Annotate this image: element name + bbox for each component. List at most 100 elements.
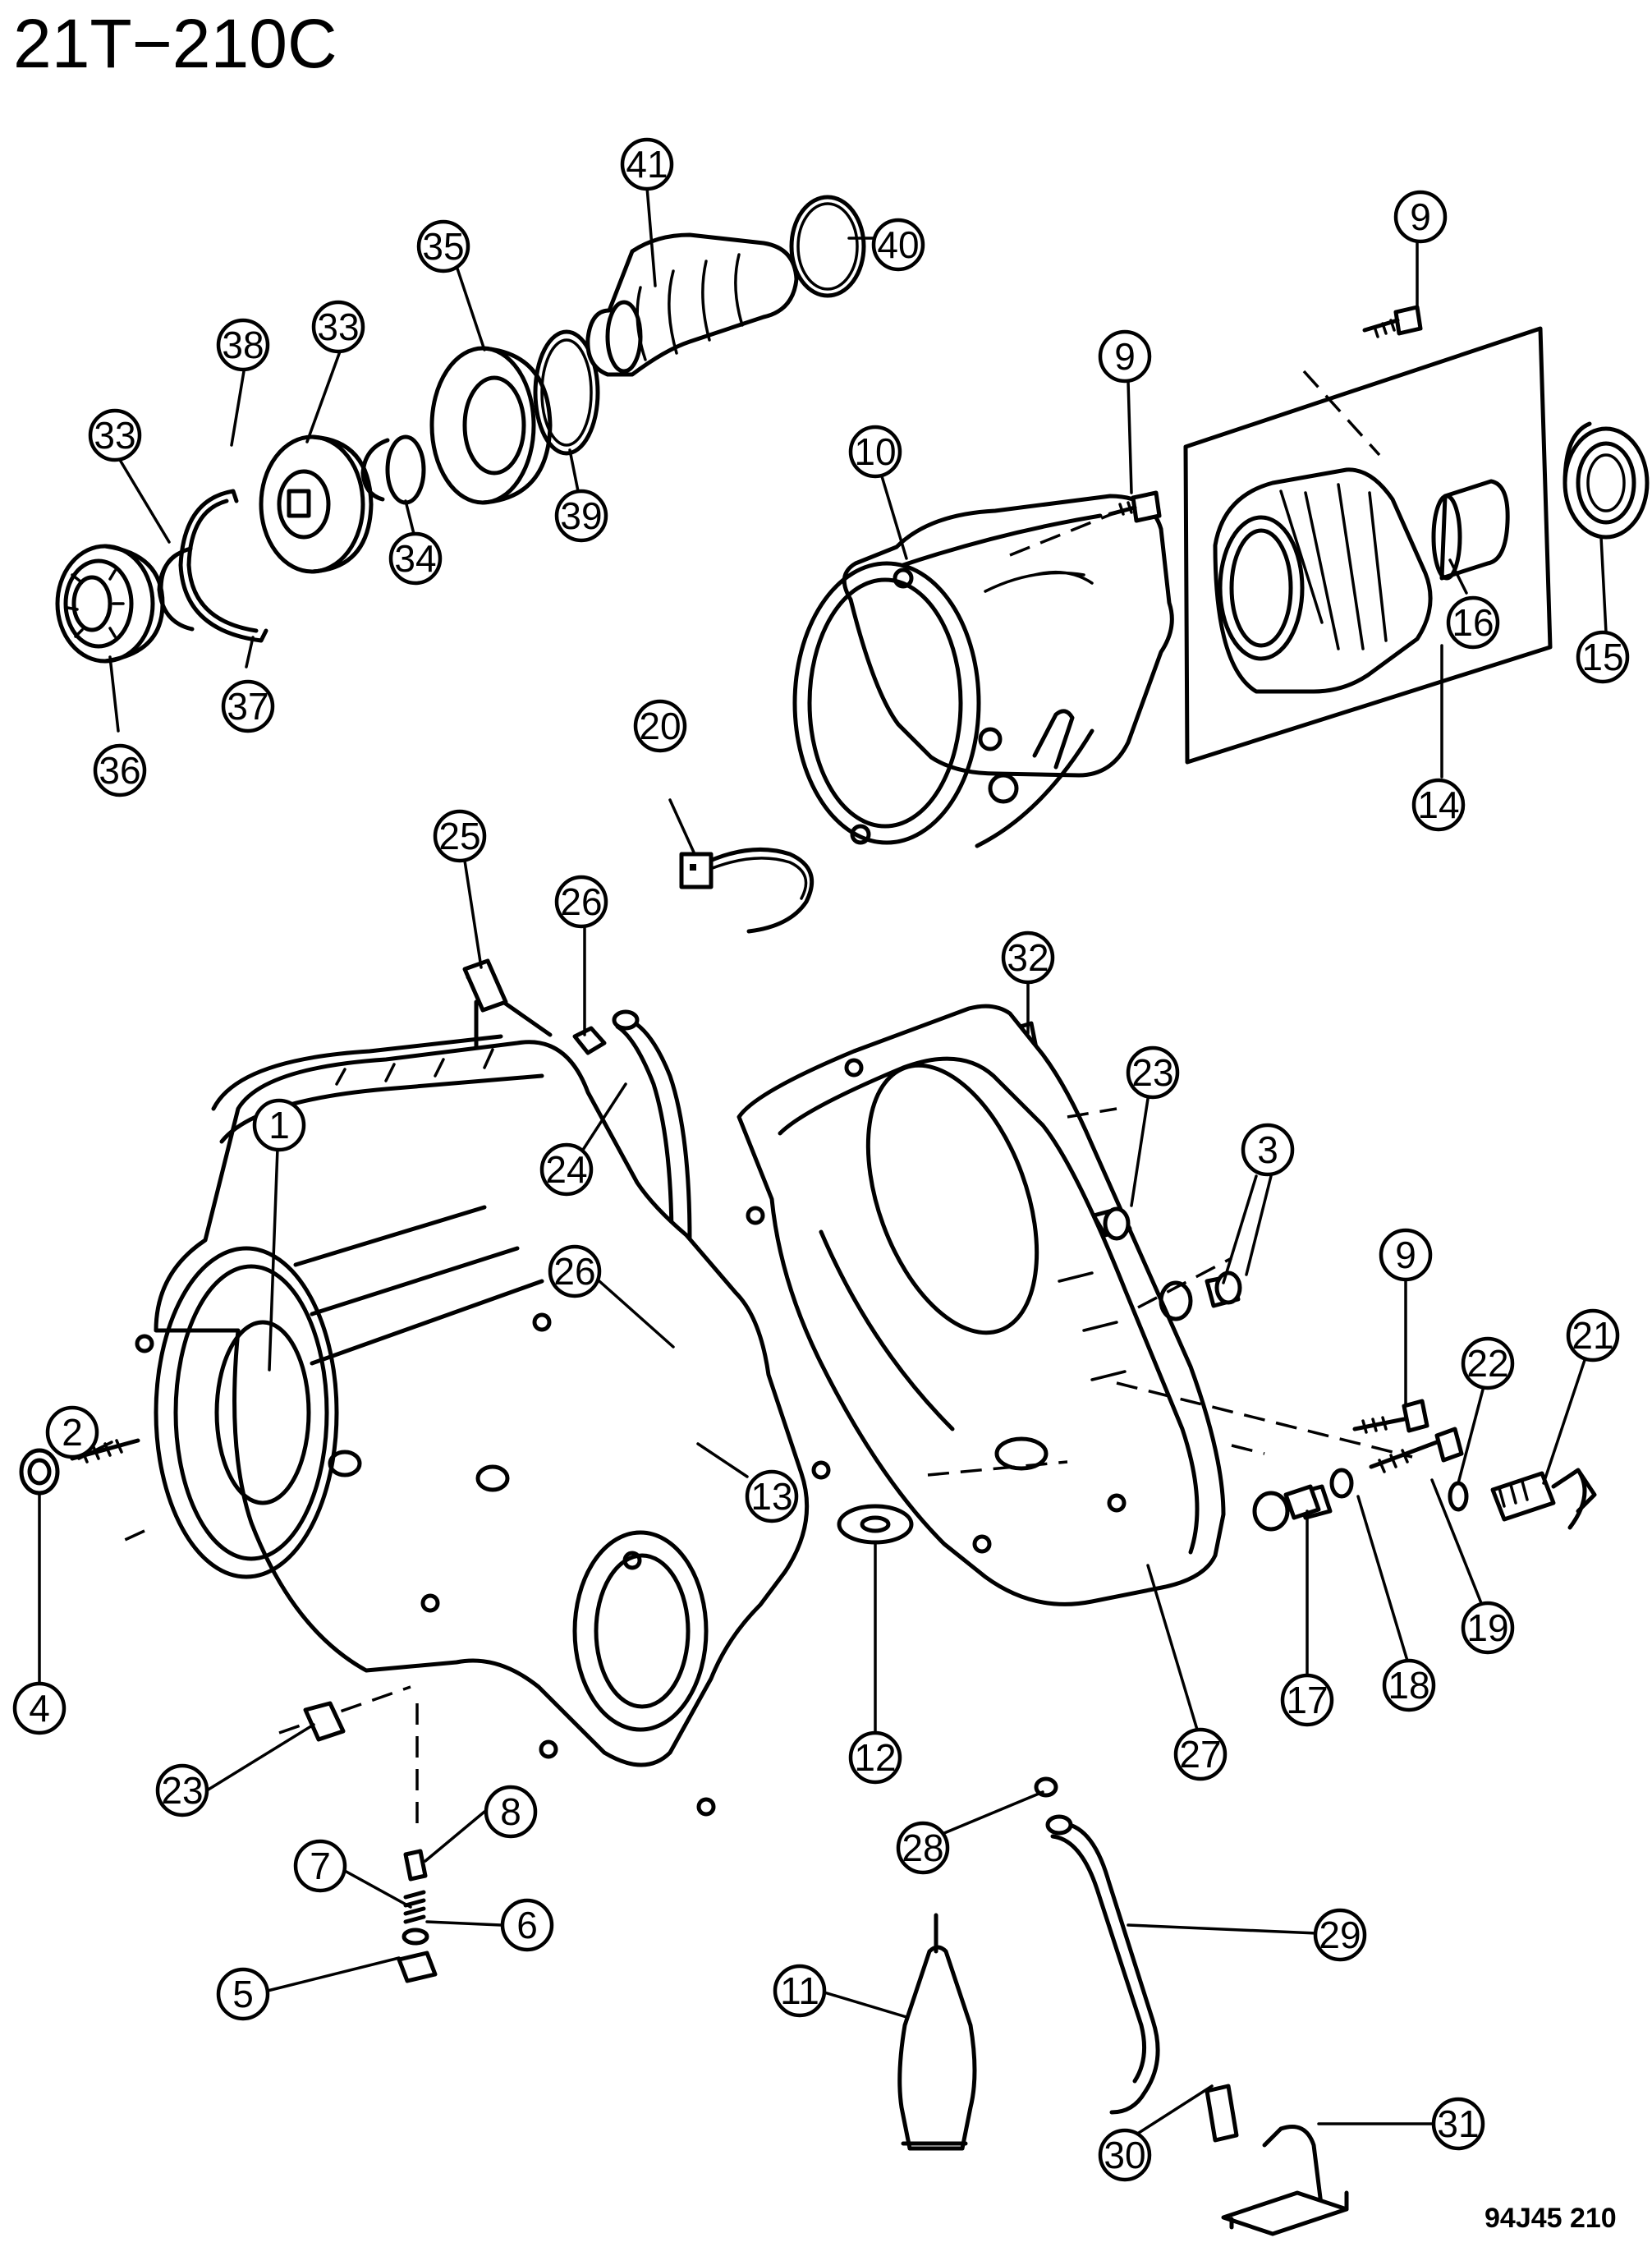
callout-13: 13 [745, 1469, 799, 1523]
part-17-dowel [1283, 1484, 1321, 1520]
callout-label: 35 [422, 225, 464, 268]
callout-label: 4 [29, 1687, 50, 1730]
callout-label: 9 [1410, 195, 1431, 238]
callout-label: 16 [1452, 601, 1494, 644]
callout-label: 10 [854, 430, 896, 473]
part-34-ring [385, 434, 426, 505]
part-12-washer [837, 1504, 914, 1545]
callout-41: 41 [620, 137, 674, 191]
callout-label: 14 [1417, 783, 1459, 826]
callout-10: 10 [848, 425, 902, 479]
callout-19: 19 [1461, 1601, 1515, 1655]
callout-18: 18 [1382, 1658, 1436, 1712]
part-41-boot [585, 232, 799, 377]
callout-label: 8 [500, 1790, 521, 1833]
part-3-plug [1159, 1271, 1242, 1321]
callout-2: 2 [45, 1405, 99, 1459]
callout-31: 31 [1431, 2097, 1485, 2151]
callout-label: 28 [902, 1827, 943, 1869]
callout-label: 25 [438, 815, 480, 857]
callout-34: 34 [388, 531, 443, 586]
callout-label: 11 [780, 1969, 819, 2012]
callout-6: 6 [500, 1898, 554, 1952]
callout-label: 9 [1395, 1234, 1416, 1276]
callout-label: 33 [317, 306, 359, 348]
callout-37: 37 [221, 679, 275, 733]
part-33-snap-ring [157, 546, 195, 632]
part-28-o-ring [1034, 1776, 1058, 1798]
part-9-bolt-lower [1352, 1399, 1429, 1434]
part-14-assembly-box [1183, 326, 1553, 765]
callout-label: 6 [516, 1904, 538, 1946]
callout-label: 3 [1257, 1128, 1278, 1171]
part-20-clamp-band [679, 847, 815, 934]
callout-9-mid: 9 [1098, 329, 1152, 384]
diagram-code: 21T−210C [13, 5, 337, 82]
callout-label: 32 [1007, 936, 1049, 979]
part-21-sensor [1490, 1468, 1597, 1530]
figure-id: 94J45 210 [1485, 2203, 1617, 2234]
part-40-clamp [789, 195, 866, 298]
callout-14: 14 [1411, 778, 1466, 832]
callout-label: 30 [1104, 2134, 1145, 2176]
callout-4: 4 [12, 1681, 67, 1735]
part-39-ring [533, 329, 600, 456]
callout-24: 24 [539, 1142, 594, 1197]
part-36-bearing [55, 544, 165, 664]
callout-30: 30 [1098, 2128, 1152, 2182]
callout-33-upper: 33 [311, 300, 365, 354]
callout-11: 11 [773, 1964, 827, 2018]
callout-23-lower: 23 [155, 1763, 209, 1817]
callout-17: 17 [1280, 1673, 1334, 1727]
part-4-nut [19, 1448, 60, 1496]
callout-26-top: 26 [554, 875, 608, 929]
part-15-seal [1563, 421, 1650, 540]
callout-label: 18 [1388, 1664, 1429, 1707]
callout-label: 13 [750, 1475, 792, 1518]
callout-29: 29 [1313, 1908, 1367, 1962]
callout-label: 22 [1466, 1342, 1508, 1385]
part-6-o-ring [402, 1928, 429, 1946]
callout-25: 25 [433, 809, 487, 863]
callout-label: 34 [394, 537, 436, 580]
part-7-spring [403, 1890, 426, 1924]
callout-label: 36 [99, 749, 140, 792]
part-30-connector [1205, 2084, 1239, 2143]
callout-39: 39 [554, 489, 608, 543]
callout-label: 40 [877, 223, 919, 266]
callout-38: 38 [216, 318, 270, 372]
callout-label: 19 [1466, 1606, 1508, 1649]
callout-label: 5 [232, 1973, 254, 2015]
callout-15: 15 [1576, 630, 1630, 684]
part-10-extension-housing [792, 494, 1174, 848]
callout-label: 15 [1581, 636, 1623, 678]
callout-label: 41 [626, 143, 668, 186]
callout-23-upper: 23 [1126, 1045, 1180, 1100]
callout-label: 20 [639, 705, 681, 747]
callout-9-top: 9 [1393, 190, 1448, 244]
callout-1: 1 [252, 1098, 306, 1152]
part-11-sealant-tube [897, 1913, 977, 2151]
part-9-bolt-mid [1108, 490, 1162, 523]
callout-5: 5 [216, 1967, 270, 2021]
callout-label: 23 [1131, 1051, 1173, 1094]
callout-label: 12 [854, 1736, 896, 1779]
part-35-cup [429, 346, 553, 505]
part-26-clamp-top [572, 1026, 607, 1055]
part-31-switch [1221, 2125, 1349, 2236]
callout-label: 37 [227, 685, 268, 728]
callout-label: 21 [1572, 1314, 1613, 1357]
part-24-hose [615, 1016, 692, 1244]
callout-7: 7 [293, 1839, 347, 1893]
part-8-pin [403, 1849, 428, 1882]
callout-22: 22 [1461, 1336, 1515, 1390]
part-9-bolt-top [1362, 305, 1423, 338]
callout-26-lower: 26 [548, 1244, 602, 1298]
callout-label: 29 [1319, 1914, 1361, 1956]
callout-36: 36 [93, 743, 147, 797]
part-37-snap-ring [178, 489, 268, 643]
part-33-snap-ring-upper [360, 438, 390, 502]
callout-label: 33 [94, 414, 135, 457]
